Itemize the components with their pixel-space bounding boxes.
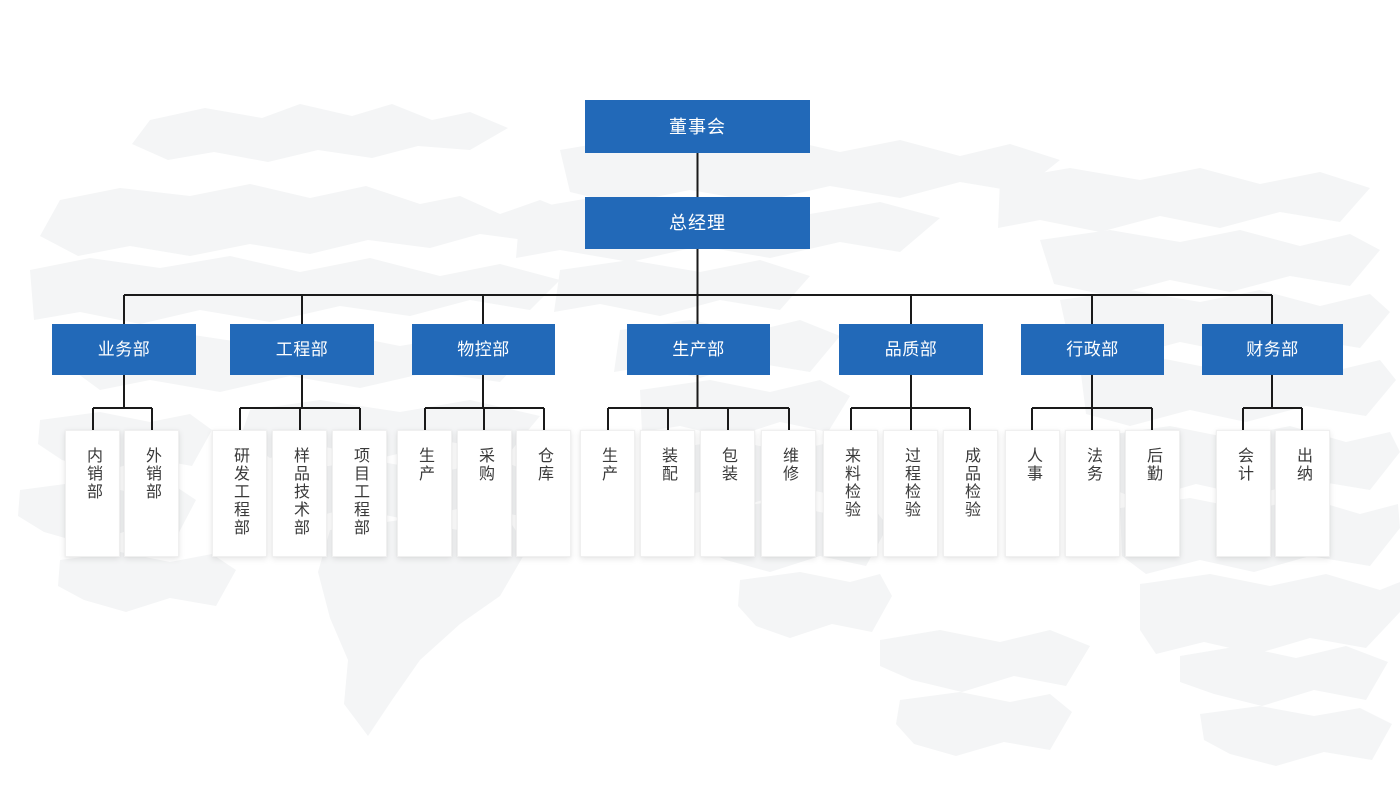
node-unit-incoming-inspection[interactable]: 来料检验	[823, 430, 878, 557]
node-label-unit-domestic-sales: 内销部	[84, 447, 102, 501]
node-label-department-finance: 财务部	[1246, 340, 1299, 359]
node-label-unit-accounting: 会计	[1235, 447, 1253, 483]
node-unit-process-inspection[interactable]: 过程检验	[883, 430, 938, 557]
node-unit-warehouse[interactable]: 仓库	[516, 430, 571, 557]
node-unit-sample-technology[interactable]: 样品技术部	[272, 430, 327, 557]
node-department-administration[interactable]: 行政部	[1021, 324, 1164, 375]
node-label-unit-project-engineering: 项目工程部	[351, 447, 369, 537]
node-label-unit-purchasing: 采购	[476, 447, 494, 483]
node-label-unit-logistics: 后勤	[1144, 447, 1162, 483]
node-unit-project-engineering[interactable]: 项目工程部	[332, 430, 387, 557]
node-unit-packaging[interactable]: 包装	[700, 430, 755, 557]
node-board-of-directors[interactable]: 董事会	[585, 100, 810, 153]
node-label-department-material-control: 物控部	[457, 340, 510, 359]
node-label-department-sales: 业务部	[97, 340, 151, 359]
node-department-material-control[interactable]: 物控部	[412, 324, 555, 375]
node-unit-domestic-sales[interactable]: 内销部	[65, 430, 120, 557]
node-department-production[interactable]: 生产部	[627, 324, 770, 375]
node-label-unit-warehouse: 仓库	[535, 447, 553, 483]
node-label-unit-packaging: 包装	[719, 447, 737, 483]
node-label-unit-human-resources: 人事	[1024, 447, 1042, 483]
node-label-unit-maintenance: 维修	[780, 447, 798, 483]
node-unit-rnd-engineering[interactable]: 研发工程部	[212, 430, 267, 557]
node-label-unit-production: 生产	[599, 447, 617, 483]
node-label-unit-mc-production: 生产	[416, 447, 434, 483]
node-label-unit-sample-technology: 样品技术部	[291, 447, 309, 537]
node-unit-maintenance[interactable]: 维修	[761, 430, 816, 557]
node-label-unit-assembly: 装配	[659, 447, 677, 483]
node-unit-mc-production[interactable]: 生产	[397, 430, 452, 557]
node-unit-assembly[interactable]: 装配	[640, 430, 695, 557]
node-department-quality[interactable]: 品质部	[839, 324, 983, 375]
node-general-manager[interactable]: 总经理	[585, 197, 810, 249]
node-unit-cashier[interactable]: 出纳	[1275, 430, 1330, 557]
node-unit-purchasing[interactable]: 采购	[457, 430, 512, 557]
node-label-unit-rnd-engineering: 研发工程部	[231, 447, 249, 537]
node-department-finance[interactable]: 财务部	[1202, 324, 1343, 375]
node-label-department-production: 生产部	[672, 340, 725, 359]
node-unit-legal[interactable]: 法务	[1065, 430, 1120, 557]
node-label-unit-final-inspection: 成品检验	[962, 447, 980, 519]
node-label-unit-cashier: 出纳	[1294, 447, 1312, 483]
node-unit-final-inspection[interactable]: 成品检验	[943, 430, 998, 557]
node-unit-accounting[interactable]: 会计	[1216, 430, 1271, 557]
node-unit-logistics[interactable]: 后勤	[1125, 430, 1180, 557]
node-label-general-manager: 总经理	[669, 213, 726, 233]
node-unit-production[interactable]: 生产	[580, 430, 635, 557]
node-label-unit-overseas-sales: 外销部	[143, 447, 161, 501]
node-label-unit-legal: 法务	[1084, 447, 1102, 483]
node-department-sales[interactable]: 业务部	[52, 324, 196, 375]
node-unit-overseas-sales[interactable]: 外销部	[124, 430, 179, 557]
node-label-board-of-directors: 董事会	[669, 116, 726, 137]
node-label-department-quality: 品质部	[884, 340, 938, 359]
node-label-unit-process-inspection: 过程检验	[902, 447, 920, 519]
node-label-department-engineering: 工程部	[275, 340, 329, 359]
node-unit-human-resources[interactable]: 人事	[1005, 430, 1060, 557]
node-department-engineering[interactable]: 工程部	[230, 324, 374, 375]
node-label-department-administration: 行政部	[1066, 340, 1119, 359]
node-label-unit-incoming-inspection: 来料检验	[842, 447, 860, 519]
